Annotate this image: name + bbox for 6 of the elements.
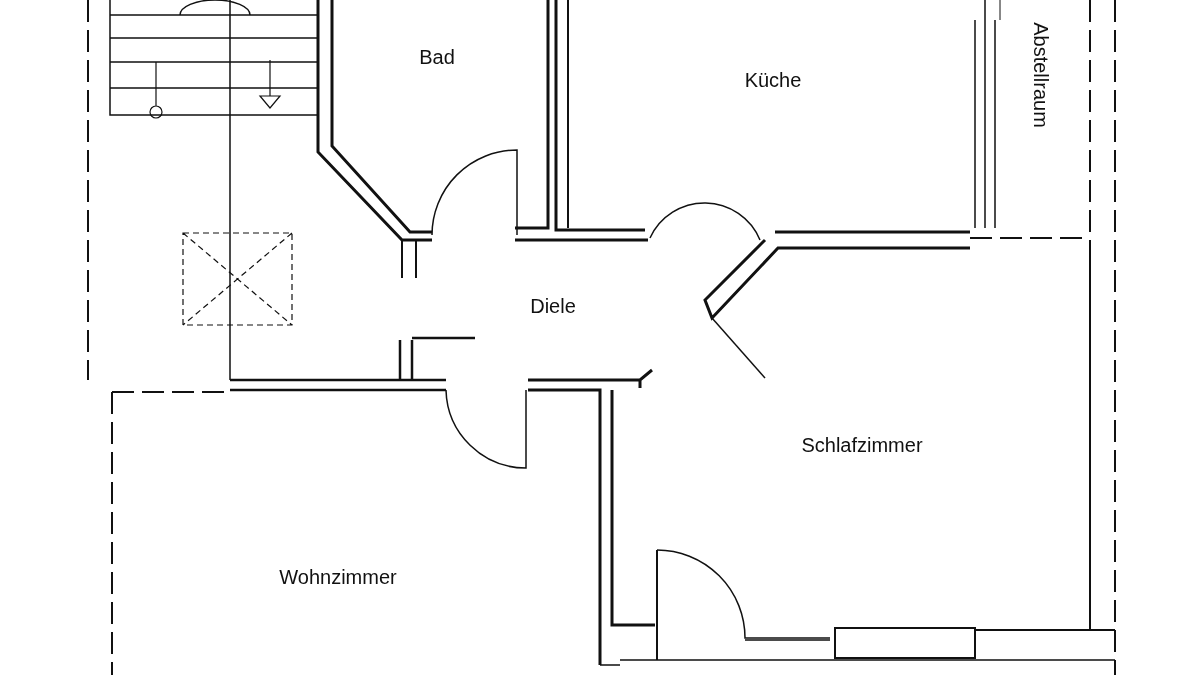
room-label: Diele xyxy=(530,294,576,318)
room-label: Bad xyxy=(419,45,455,69)
room-label: Schlafzimmer xyxy=(801,433,923,457)
room-label: Wohnzimmer xyxy=(279,565,397,589)
room-label: Abstellraum xyxy=(1028,22,1052,128)
room-label: Küche xyxy=(744,68,802,92)
